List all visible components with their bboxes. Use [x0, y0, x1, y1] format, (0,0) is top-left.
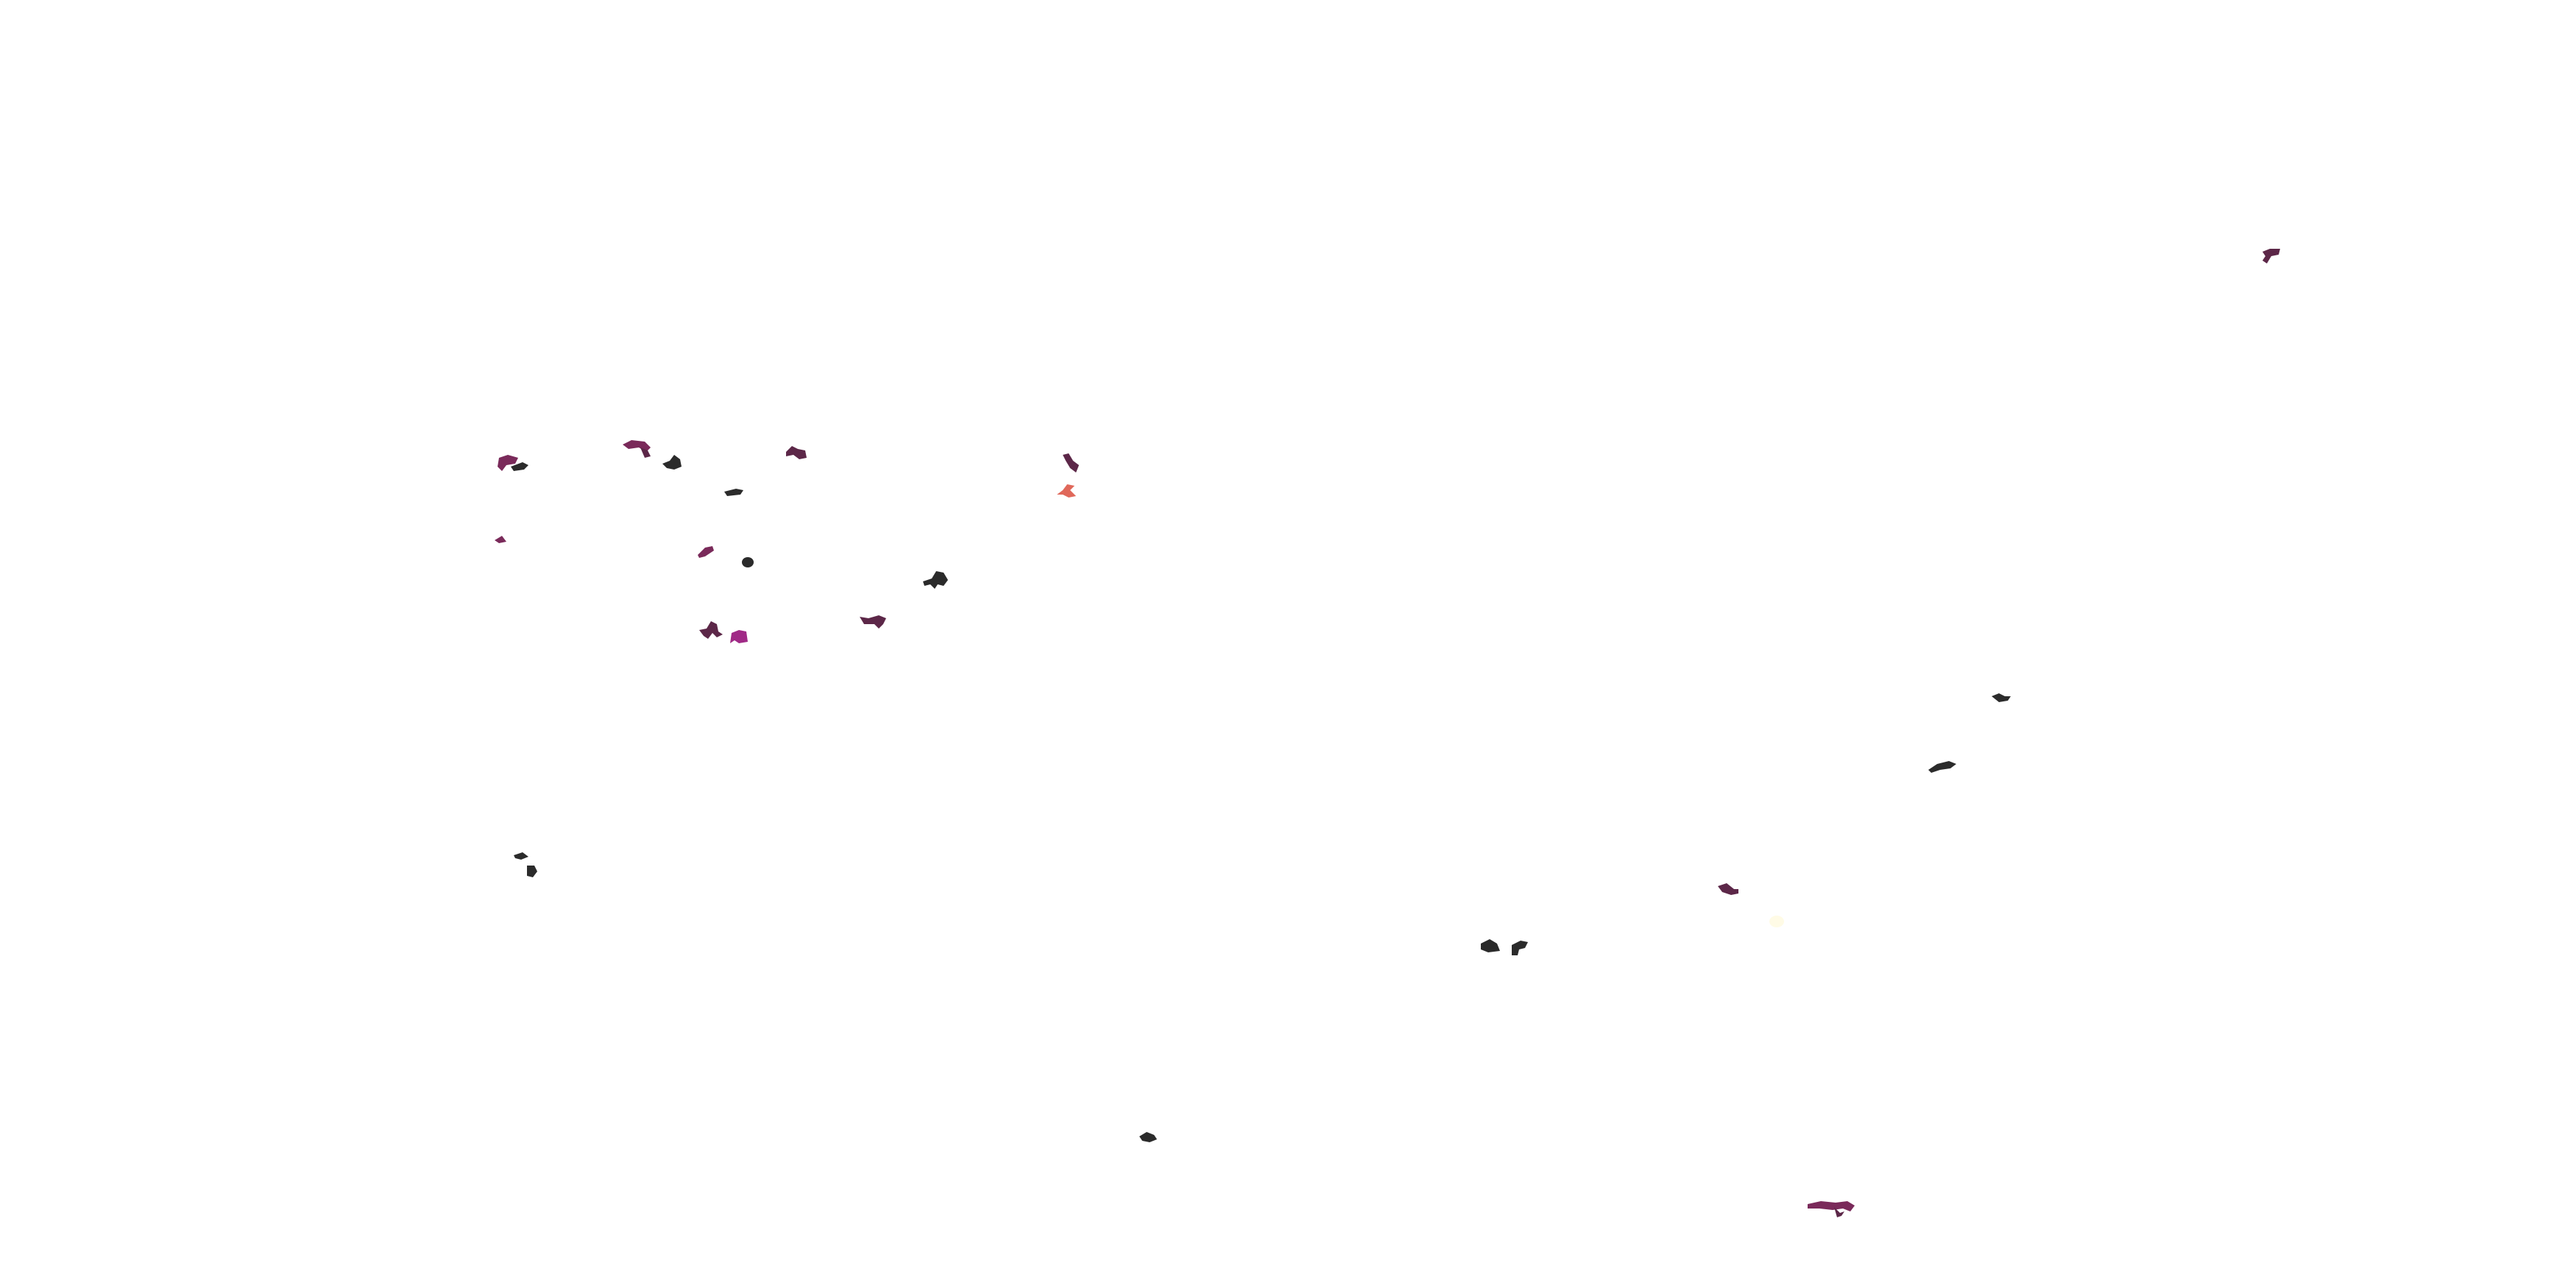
region-blob[interactable]	[742, 557, 754, 567]
region-blob[interactable]	[495, 536, 506, 543]
region-blob[interactable]	[698, 546, 714, 558]
region-blob[interactable]	[730, 630, 748, 643]
region-blob[interactable]	[623, 440, 651, 458]
region-blob[interactable]	[1808, 1201, 1855, 1217]
region-blob[interactable]	[1063, 453, 1079, 473]
region-blob[interactable]	[786, 446, 807, 459]
region-blob[interactable]	[2262, 249, 2280, 263]
region-blob[interactable]	[662, 455, 682, 470]
region-blob[interactable]	[1928, 761, 1956, 773]
region-blob[interactable]	[1718, 883, 1738, 895]
region-blob[interactable]	[860, 615, 886, 629]
region-blob[interactable]	[699, 621, 723, 639]
region-blob[interactable]	[498, 455, 528, 471]
region-cluster-southwest	[514, 852, 1157, 1142]
region-blob[interactable]	[1139, 1132, 1157, 1142]
region-blob[interactable]	[1057, 484, 1076, 498]
region-blob[interactable]	[514, 852, 537, 877]
region-blob[interactable]	[1769, 916, 1784, 927]
region-blob[interactable]	[724, 489, 743, 496]
region-blob[interactable]	[1481, 939, 1528, 955]
region-cluster-east	[1481, 249, 2280, 1217]
region-blob[interactable]	[1992, 693, 2011, 702]
region-cluster-west	[495, 440, 1079, 643]
region-blob[interactable]	[923, 571, 948, 589]
